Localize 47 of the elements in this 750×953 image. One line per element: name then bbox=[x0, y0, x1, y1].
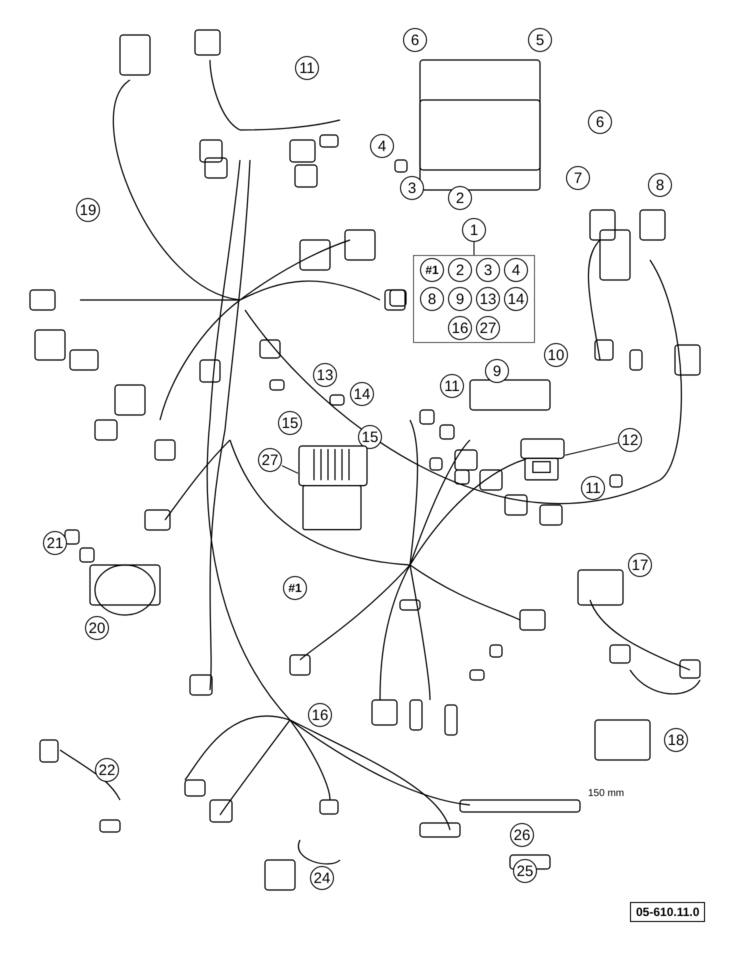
callout-number: 6 bbox=[588, 110, 612, 134]
callout-number: 5 bbox=[528, 28, 552, 52]
callout-number: #1 bbox=[420, 258, 444, 282]
callout-number: 6 bbox=[403, 28, 427, 52]
callout-number: 14 bbox=[504, 287, 528, 311]
callout-number: 16 bbox=[448, 316, 472, 340]
callout-number: 24 bbox=[310, 866, 334, 890]
figure-number: 05-610.11.0 bbox=[630, 902, 706, 922]
callout-number: 27 bbox=[476, 316, 500, 340]
callout-number: 1 bbox=[462, 218, 486, 242]
callout-number: 7 bbox=[566, 166, 590, 190]
callout-number: 2 bbox=[448, 258, 472, 282]
callout-number: 27 bbox=[258, 448, 282, 472]
callout-number: 3 bbox=[400, 176, 424, 200]
callout-number: 2 bbox=[448, 186, 472, 210]
callout-number: 26 bbox=[510, 823, 534, 847]
callout-number: 15 bbox=[358, 425, 382, 449]
callout-number: 15 bbox=[278, 411, 302, 435]
callout-number: 11 bbox=[295, 56, 319, 80]
callout-number: 17 bbox=[628, 553, 652, 577]
callout-number: 20 bbox=[85, 616, 109, 640]
callout-number: 8 bbox=[648, 173, 672, 197]
callout-number: 4 bbox=[504, 258, 528, 282]
callout-number: 22 bbox=[95, 758, 119, 782]
dimension-text: 150 mm bbox=[588, 788, 624, 799]
callout-number: 21 bbox=[43, 531, 67, 555]
callout-number: 12 bbox=[618, 428, 642, 452]
callout-number: 13 bbox=[476, 287, 500, 311]
parts-kit-frame bbox=[413, 255, 535, 343]
callout-number: 13 bbox=[313, 363, 337, 387]
callout-number: 18 bbox=[664, 728, 688, 752]
callout-number: 8 bbox=[420, 287, 444, 311]
callout-number: 14 bbox=[350, 382, 374, 406]
callout-number: 9 bbox=[485, 359, 509, 383]
callout-number: 4 bbox=[370, 134, 394, 158]
callout-number: 19 bbox=[76, 198, 100, 222]
callout-number: 9 bbox=[448, 287, 472, 311]
leader-line bbox=[564, 442, 618, 456]
callout-number: 3 bbox=[476, 258, 500, 282]
callout-number: 25 bbox=[513, 859, 537, 883]
leader-line bbox=[282, 465, 298, 474]
callout-number: 10 bbox=[544, 343, 568, 367]
callout-number: 16 bbox=[308, 703, 332, 727]
connector-drawing bbox=[520, 438, 565, 483]
callout-number: 11 bbox=[440, 374, 464, 398]
callout-number: #1 bbox=[283, 576, 307, 600]
callout-number: 11 bbox=[581, 476, 605, 500]
